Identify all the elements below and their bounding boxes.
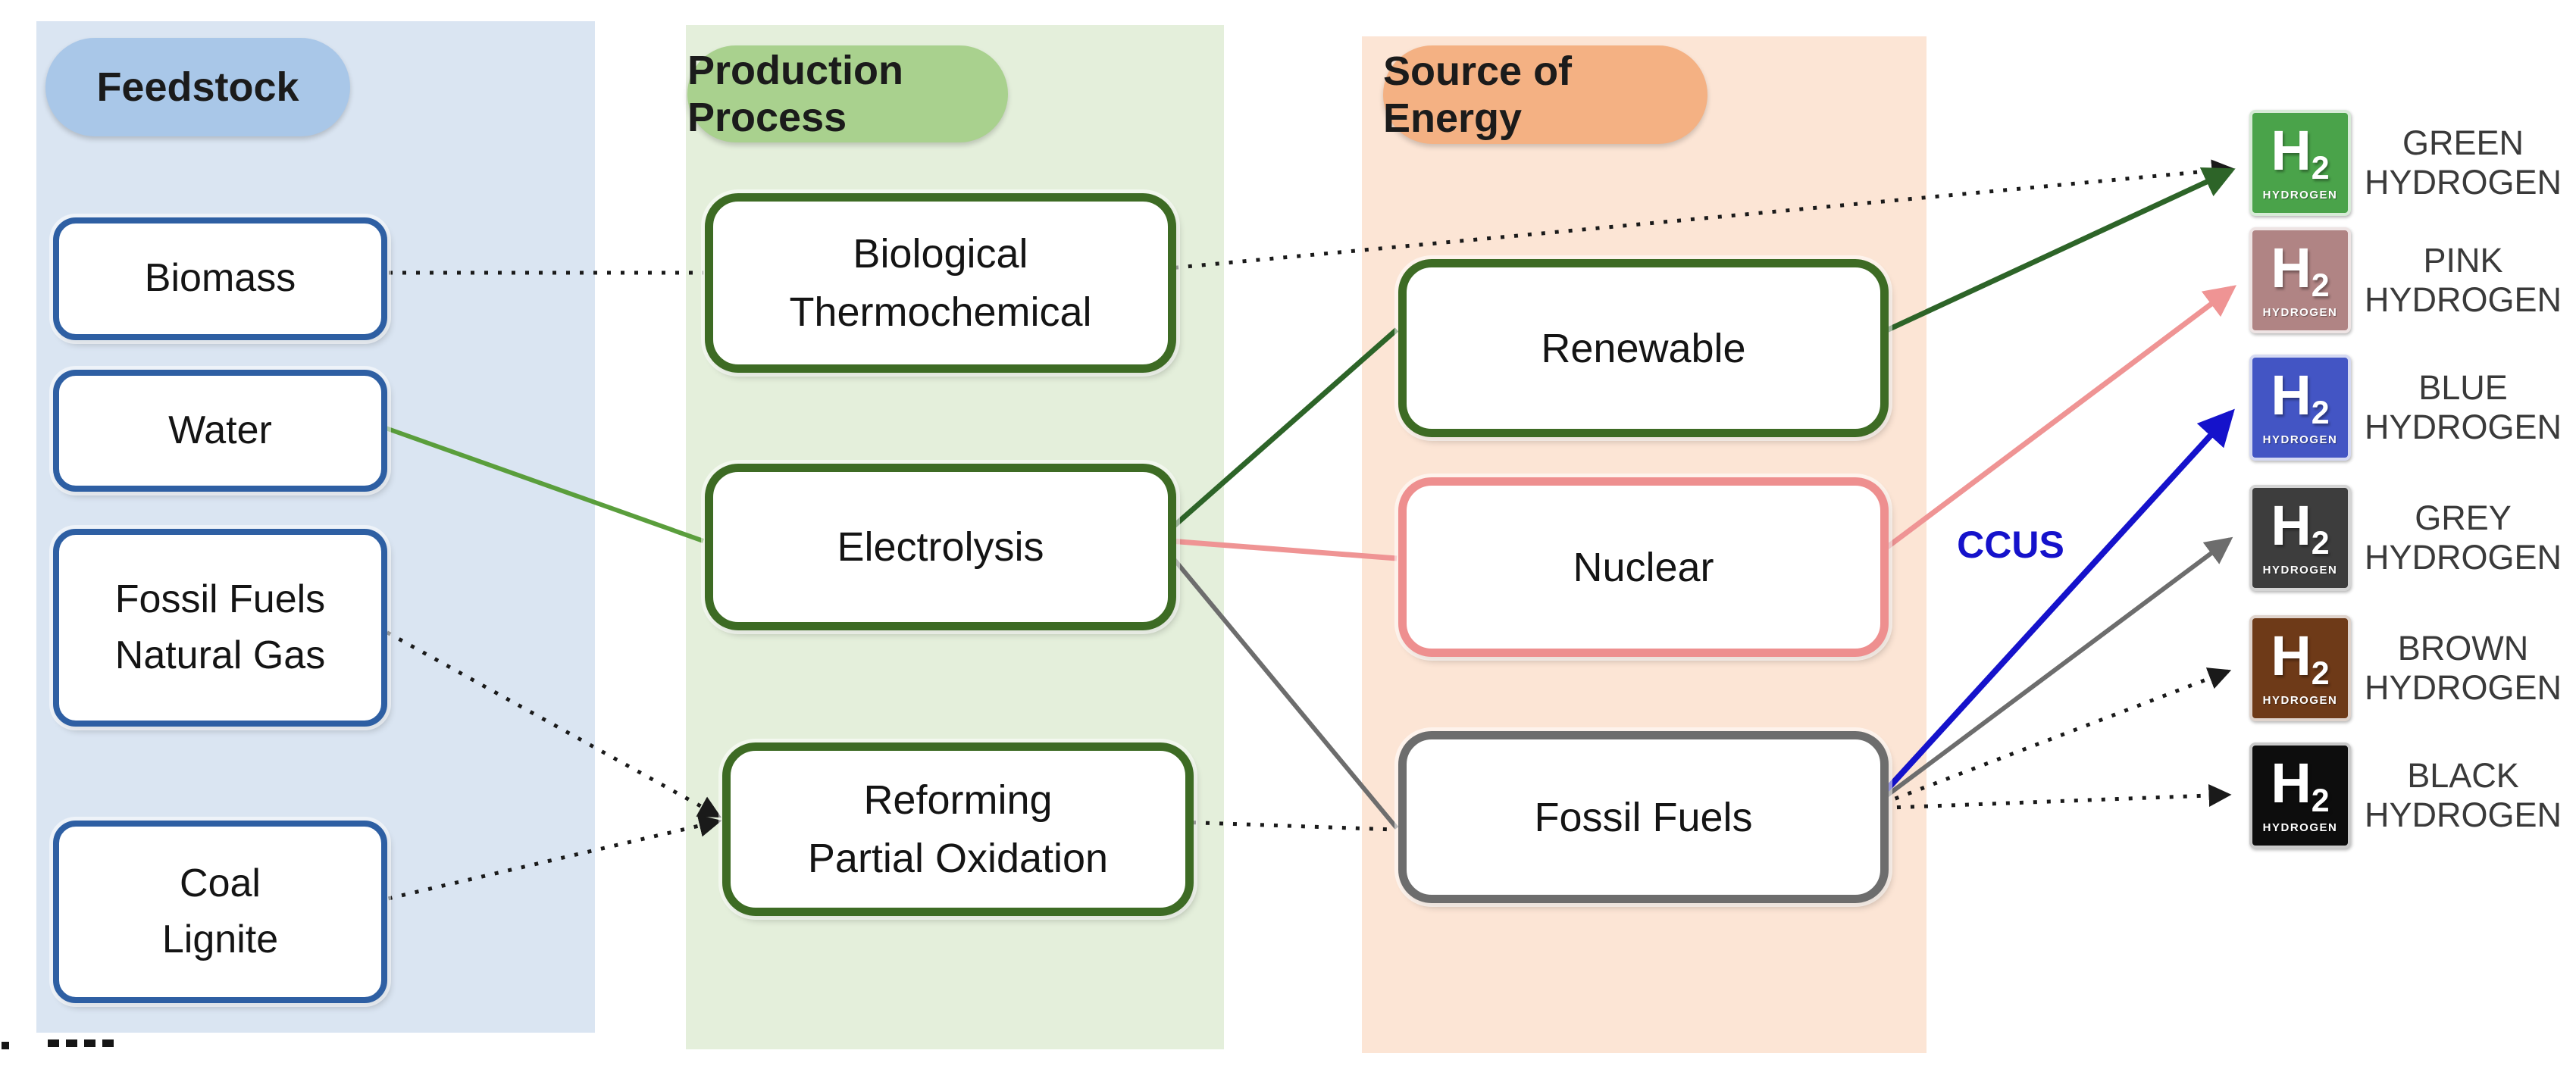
badge-caption: HYDROGEN <box>2262 188 2338 202</box>
h2-icon: H2 <box>2271 236 2330 305</box>
h2-icon: H2 <box>2271 494 2330 562</box>
blue-hydrogen-badge: H2 HYDROGEN <box>2249 355 2351 461</box>
green-hydrogen-label: GREEN HYDROGEN <box>2364 123 2562 202</box>
line-nuclear-to-pink-hydrogen <box>1872 285 2237 559</box>
black-hydrogen-label: BLACK HYDROGEN <box>2364 755 2562 834</box>
green-hydrogen-badge: H2 HYDROGEN <box>2249 110 2351 216</box>
badge-caption: HYDROGEN <box>2262 433 2338 446</box>
cropped-text-artifact <box>2 1042 9 1049</box>
badge-caption: HYDROGEN <box>2262 821 2338 834</box>
node-reforming-partial-oxidation: Reforming Partial Oxidation <box>722 742 1194 916</box>
h2-icon: H2 <box>2271 752 2330 820</box>
source-of-energy-header-label: Source of Energy <box>1383 48 1573 141</box>
black-hydrogen-badge: H2 HYDROGEN <box>2249 742 2351 849</box>
node-nuclear: Nuclear <box>1398 477 1889 657</box>
badge-caption: HYDROGEN <box>2262 693 2338 707</box>
production-process-header: Production Process <box>687 45 1008 142</box>
feedstock-header-label: Feedstock <box>96 64 299 110</box>
ccus-label: CCUS <box>1957 524 2064 566</box>
badge-caption: HYDROGEN <box>2262 305 2338 319</box>
node-fossil-fuels-natural-gas: Fossil Fuels Natural Gas <box>53 529 387 727</box>
h2-icon: H2 <box>2271 119 2330 187</box>
brown-hydrogen-badge: H2 HYDROGEN <box>2249 615 2351 721</box>
pink-hydrogen-label: PINK HYDROGEN <box>2364 240 2562 319</box>
blue-hydrogen-label: BLUE HYDROGEN <box>2364 367 2562 446</box>
grey-hydrogen-badge: H2 HYDROGEN <box>2249 485 2351 591</box>
cropped-text-artifact <box>48 1039 114 1047</box>
node-renewable: Renewable <box>1398 259 1889 437</box>
feedstock-header: Feedstock <box>45 38 350 136</box>
pink-hydrogen-badge: H2 HYDROGEN <box>2249 227 2351 333</box>
node-biological-thermochemical: Biological Thermochemical <box>705 193 1176 373</box>
node-biomass: Biomass <box>53 217 387 340</box>
node-water: Water <box>53 370 387 492</box>
brown-hydrogen-label: BROWN HYDROGEN <box>2364 628 2562 707</box>
node-fossil-fuels-energy: Fossil Fuels <box>1398 731 1889 903</box>
production-process-header-label: Production Process <box>687 48 903 140</box>
source-of-energy-header: Source of Energy <box>1383 45 1707 144</box>
h2-icon: H2 <box>2271 624 2330 692</box>
node-coal-lignite: Coal Lignite <box>53 821 387 1003</box>
grey-hydrogen-label: GREY HYDROGEN <box>2364 498 2562 577</box>
node-electrolysis: Electrolysis <box>705 464 1176 630</box>
h2-icon: H2 <box>2271 364 2330 432</box>
badge-caption: HYDROGEN <box>2262 563 2338 577</box>
